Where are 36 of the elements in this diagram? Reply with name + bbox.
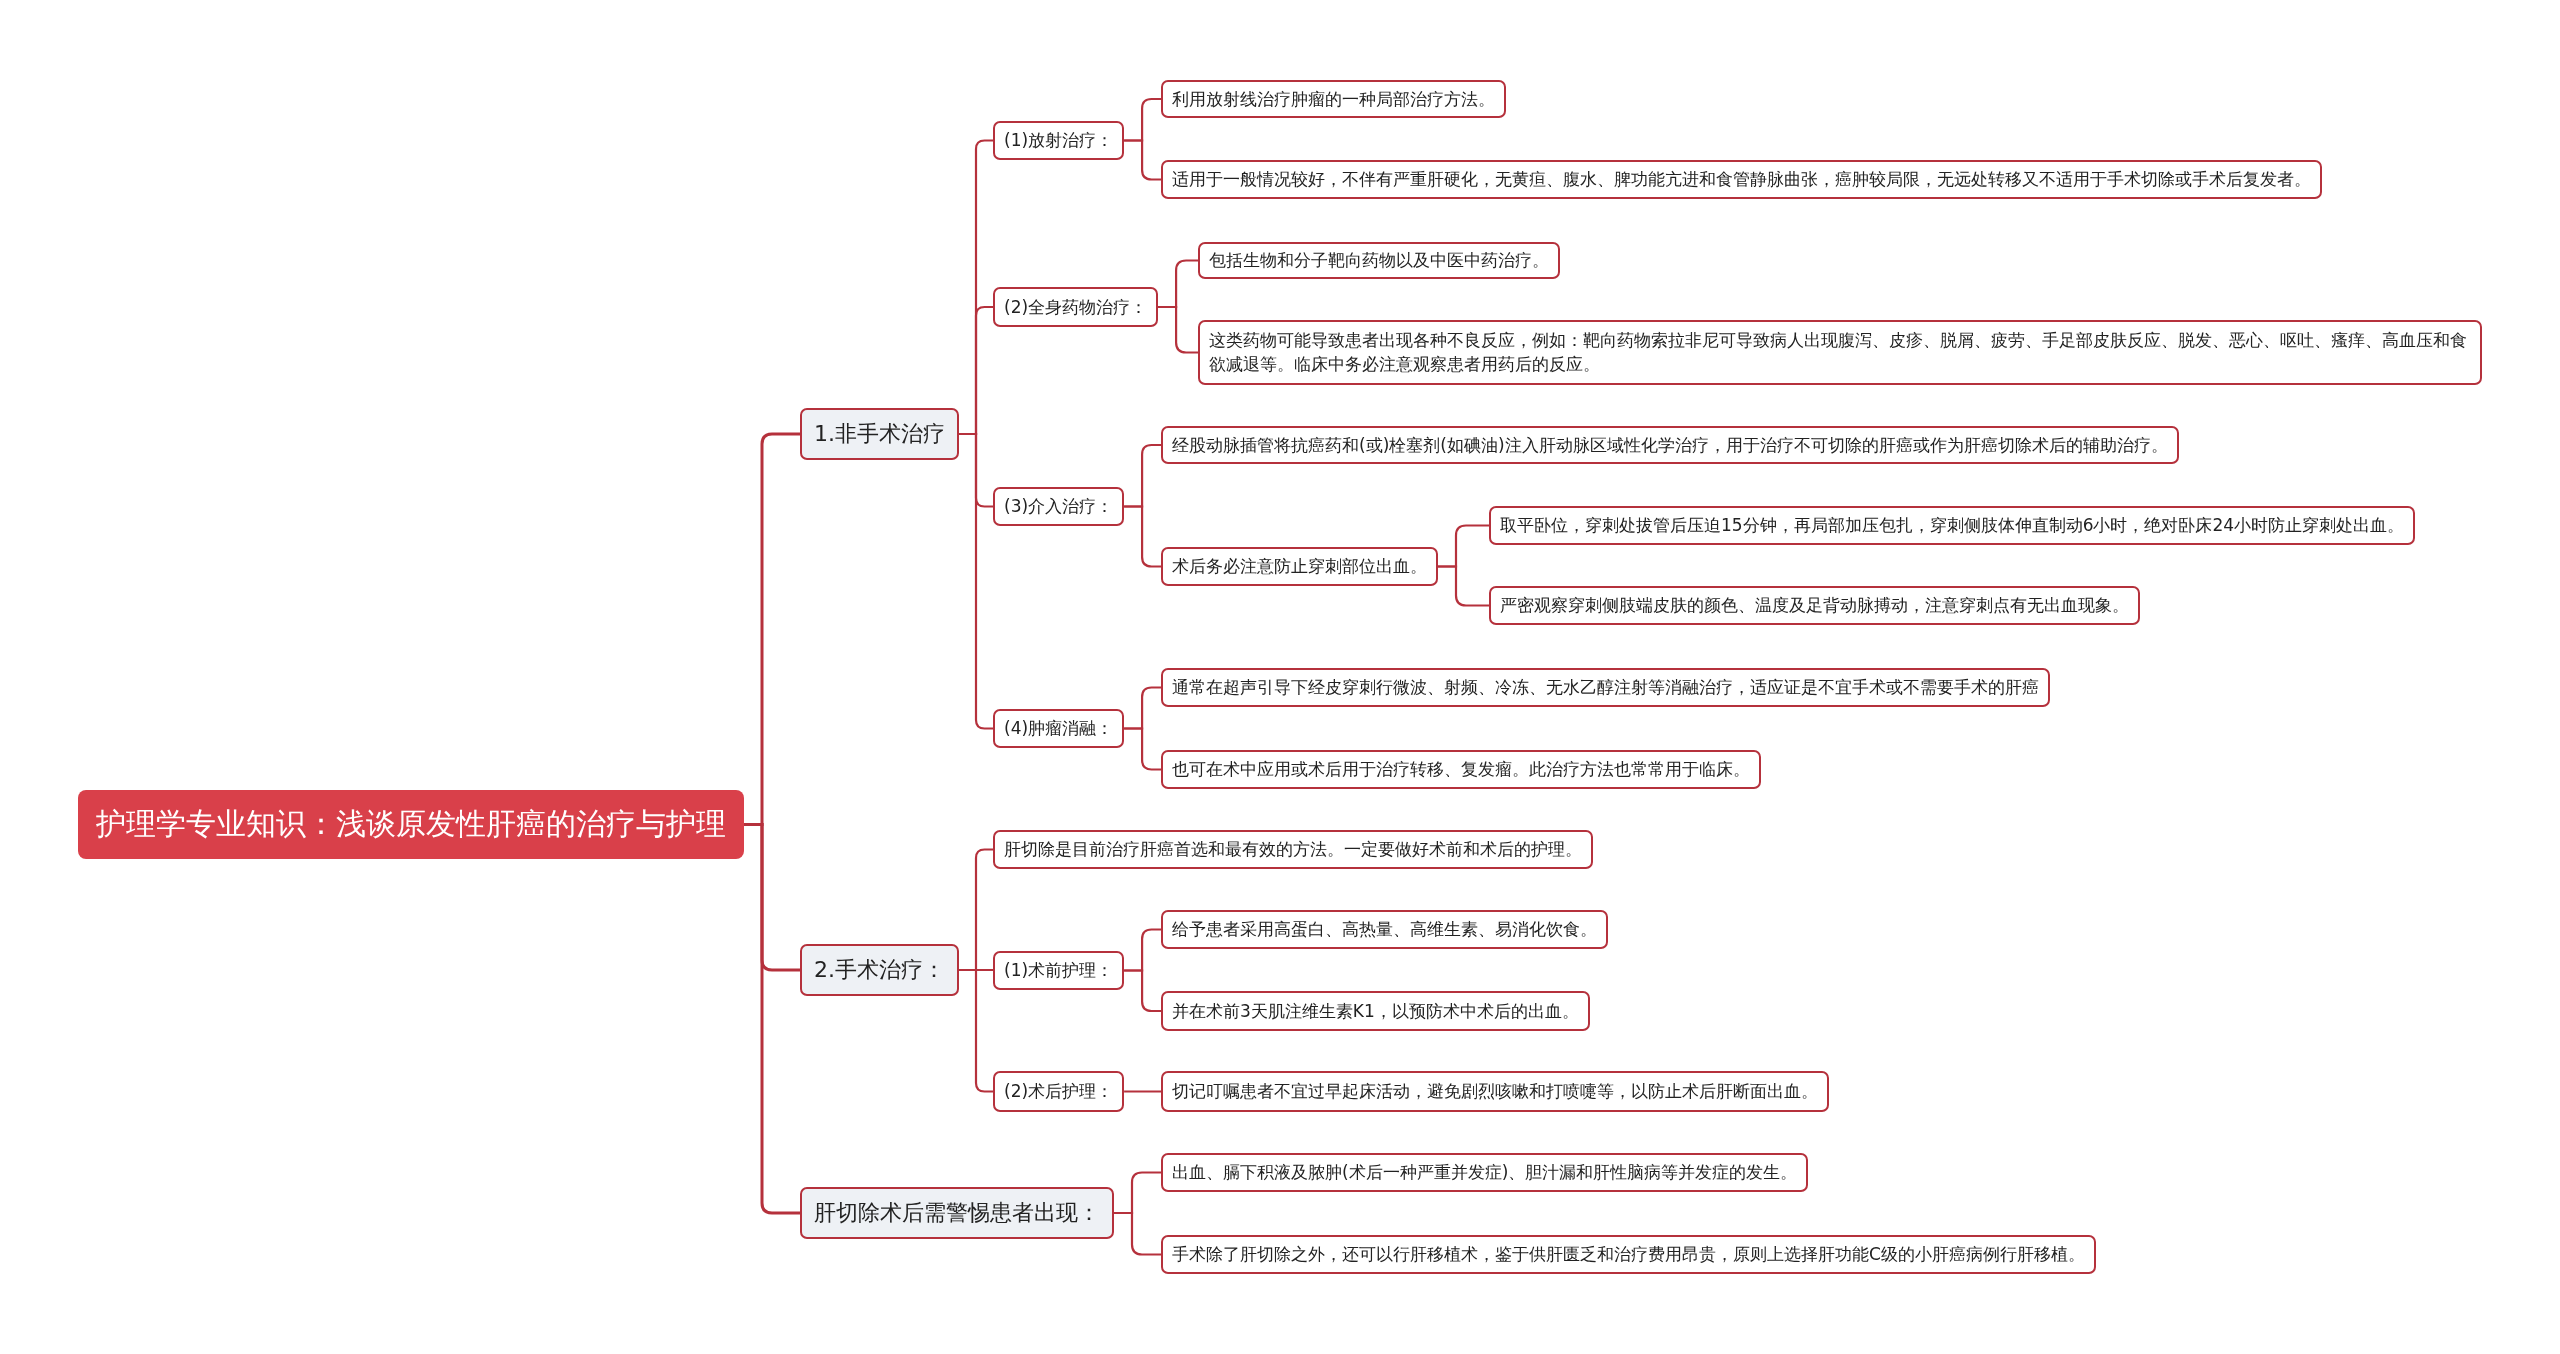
root-topic-box: 护理学专业知识：浅谈原发性肝癌的治疗与护理 <box>78 790 744 859</box>
connector-line <box>744 823 800 1215</box>
detail-box: 经股动脉插管将抗癌药和(或)栓塞剂(如碘油)注入肝动脉区域性化学治疗，用于治疗不可切除的肝癌或作为肝癌切除术后的辅助治疗。 <box>1161 426 2179 464</box>
main-topic-box: 1.非手术治疗 <box>800 408 959 460</box>
detail-box: 适用于一般情况较好，不伴有严重肝硬化，无黄疸、腹水、脾功能亢进和食管静脉曲张，癌肿较局限，无远处转移又不适用于手术切除或手术后复发者。 <box>1161 160 2322 199</box>
connector-line <box>1124 727 1161 771</box>
main-topic-box: 2.手术治疗： <box>800 944 959 996</box>
detail-box: 严密观察穿刺侧肢端皮肤的颜色、温度及足背动脉搏动，注意穿刺点有无出血现象。 <box>1489 586 2140 625</box>
detail-box: 肝切除是目前治疗肝癌首选和最有效的方法。一定要做好术前和术后的护理。 <box>993 830 1593 869</box>
connector-line <box>1124 505 1161 568</box>
connector-line <box>959 432 993 730</box>
connector-line <box>1124 969 1161 1013</box>
connector-line <box>1124 1090 1161 1093</box>
detail-box: 并在术前3天肌注维生素K1，以预防术中术后的出血。 <box>1161 991 1590 1031</box>
detail-box: 利用放射线治疗肿瘤的一种局部治疗方法。 <box>1161 80 1506 118</box>
detail-box: 取平卧位，穿刺处拔管后压迫15分钟，再局部加压包扎，穿刺侧肢体伸直制动6小时，绝对卧床24小时防止穿刺处出血。 <box>1489 506 2416 545</box>
subtopic-box: (4)肿瘤消融： <box>993 709 1125 748</box>
subtopic-box: (3)介入治疗： <box>993 487 1125 526</box>
detail-box: 也可在术中应用或术后用于治疗转移、复发瘤。此治疗方法也常常用于临床。 <box>1161 750 1761 789</box>
subtopic-box: (1)术前护理： <box>993 951 1125 990</box>
detail-box: 手术除了肝切除之外，还可以行肝移植术，鉴于供肝匮乏和治疗费用昂贵，原则上选择肝功能C级的小肝癌病例行肝移植。 <box>1161 1235 2096 1274</box>
detail-box: 这类药物可能导致患者出现各种不良反应，例如：靶向药物索拉非尼可导致病人出现腹泻、皮疹、脱屑、疲劳、手足部皮肤反应、脱发、恶心、呕吐、瘙痒、高血压和食欲减退等。临床中务必注意观察患者用药后的反应。 <box>1198 320 2482 385</box>
detail-box: 切记叮嘱患者不宜过早起床活动，避免剧烈咳嗽和打喷嚏等，以防止术后肝断面出血。 <box>1161 1071 1829 1112</box>
detail-box: 通常在超声引导下经皮穿刺行微波、射频、冷冻、无水乙醇注射等消融治疗，适应证是不宜手术或不需要手术的肝癌 <box>1161 668 2050 707</box>
subtopic-box: (2)术后护理： <box>993 1071 1125 1112</box>
detail-box: 术后务必注意防止穿刺部位出血。 <box>1161 547 1438 586</box>
detail-box: 出血、膈下积液及脓肿(术后一种严重并发症)、胆汁漏和肝性脑病等并发症的发生。 <box>1161 1153 1809 1192</box>
subtopic-box: (1)放射治疗： <box>993 121 1125 160</box>
detail-box: 给予患者采用高蛋白、高热量、高维生素、易消化饮食。 <box>1161 910 1608 949</box>
detail-box: 包括生物和分子靶向药物以及中医中药治疗。 <box>1198 242 1560 279</box>
connector-line <box>1158 305 1198 354</box>
connector-line <box>1438 565 1489 607</box>
connector-line <box>1124 139 1161 181</box>
main-topic-box: 肝切除术后需警惕患者出现： <box>800 1187 1114 1239</box>
connector-line <box>1114 1211 1161 1256</box>
subtopic-box: (2)全身药物治疗： <box>993 287 1159 327</box>
